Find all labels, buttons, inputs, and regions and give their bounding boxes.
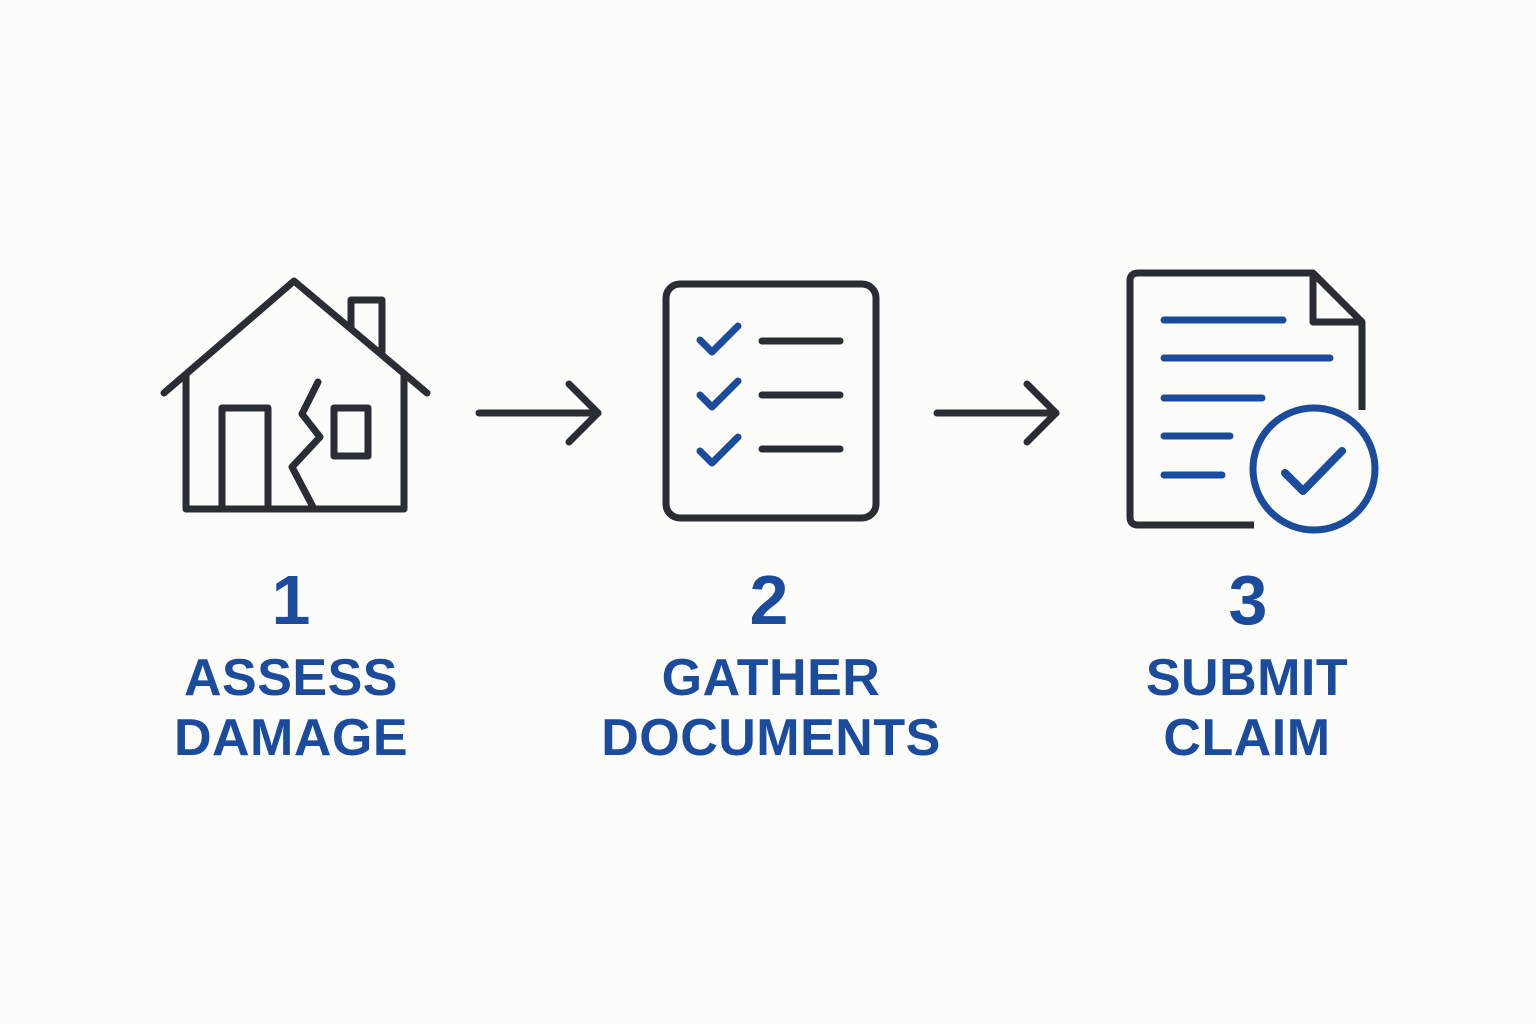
damaged-house-icon <box>160 277 431 513</box>
step-number-3: 3 <box>1228 561 1268 639</box>
step-label-line: GATHER <box>661 649 881 707</box>
step-label-assess-damage: ASSESS DAMAGE <box>61 648 521 768</box>
step-number-2: 2 <box>749 561 789 639</box>
checklist-icon <box>662 280 880 522</box>
step-label-gather-documents: GATHER DOCUMENTS <box>541 648 1001 768</box>
step-label-line: DAMAGE <box>173 709 409 767</box>
document-check-icon <box>1126 269 1379 534</box>
step-label-line: SUBMIT <box>1145 649 1349 707</box>
step-label-line: DOCUMENTS <box>601 709 941 767</box>
step-label-line: ASSESS <box>184 649 398 707</box>
step-number-1: 1 <box>271 561 311 639</box>
right-arrow-icon <box>933 380 1060 446</box>
right-arrow-icon <box>475 380 602 446</box>
step-label-line: CLAIM <box>1163 709 1331 767</box>
step-label-submit-claim: SUBMIT CLAIM <box>1017 648 1477 768</box>
